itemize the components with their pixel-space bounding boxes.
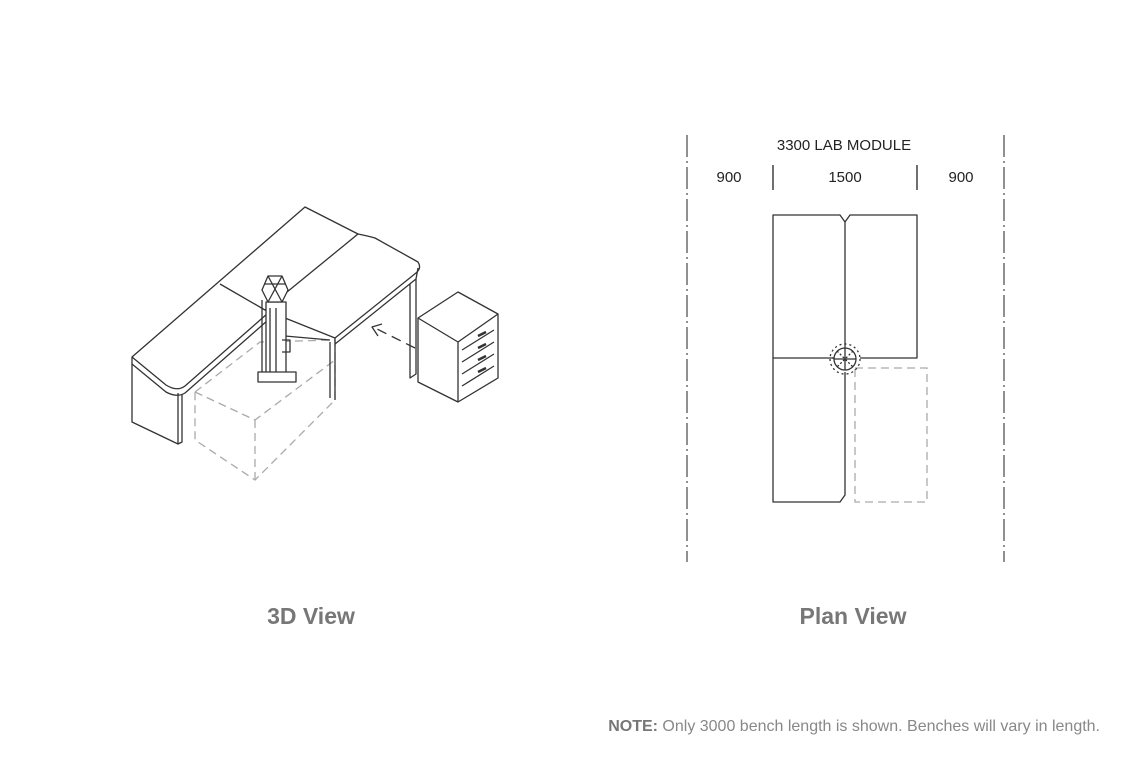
- three-d-view: [131, 206, 499, 481]
- bench-top-left: [772, 214, 846, 359]
- left-bench-base: [131, 364, 183, 445]
- three-d-view-label: 3D View: [267, 603, 355, 629]
- module-label: 3300 LAB MODULE: [777, 137, 911, 154]
- bench-bottom-left: [772, 358, 846, 503]
- dim-center: 1500: [828, 169, 861, 186]
- service-outlet-plan: [829, 343, 861, 375]
- mobile-cabinet: [417, 291, 499, 403]
- note-text: Only 3000 bench length is shown. Benches…: [657, 718, 1100, 735]
- ghost-bench-plan: [854, 367, 928, 503]
- move-arrow: [371, 323, 416, 349]
- note-prefix: NOTE:: [608, 718, 658, 735]
- plan-view-label: Plan View: [799, 603, 907, 629]
- right-bench-leg: [329, 279, 417, 400]
- service-spine: [257, 275, 297, 383]
- dim-right: 900: [948, 169, 973, 186]
- plan-benches: [772, 214, 918, 503]
- ghost-bench-3d: [194, 339, 336, 481]
- right-bench-top: [264, 233, 421, 345]
- dim-left: 900: [716, 169, 741, 186]
- plan-view: 3300 LAB MODULE 900 1500 900: [686, 135, 1005, 562]
- bench-top-right: [844, 214, 918, 359]
- footnote: NOTE: Only 3000 bench length is shown. B…: [608, 718, 1100, 736]
